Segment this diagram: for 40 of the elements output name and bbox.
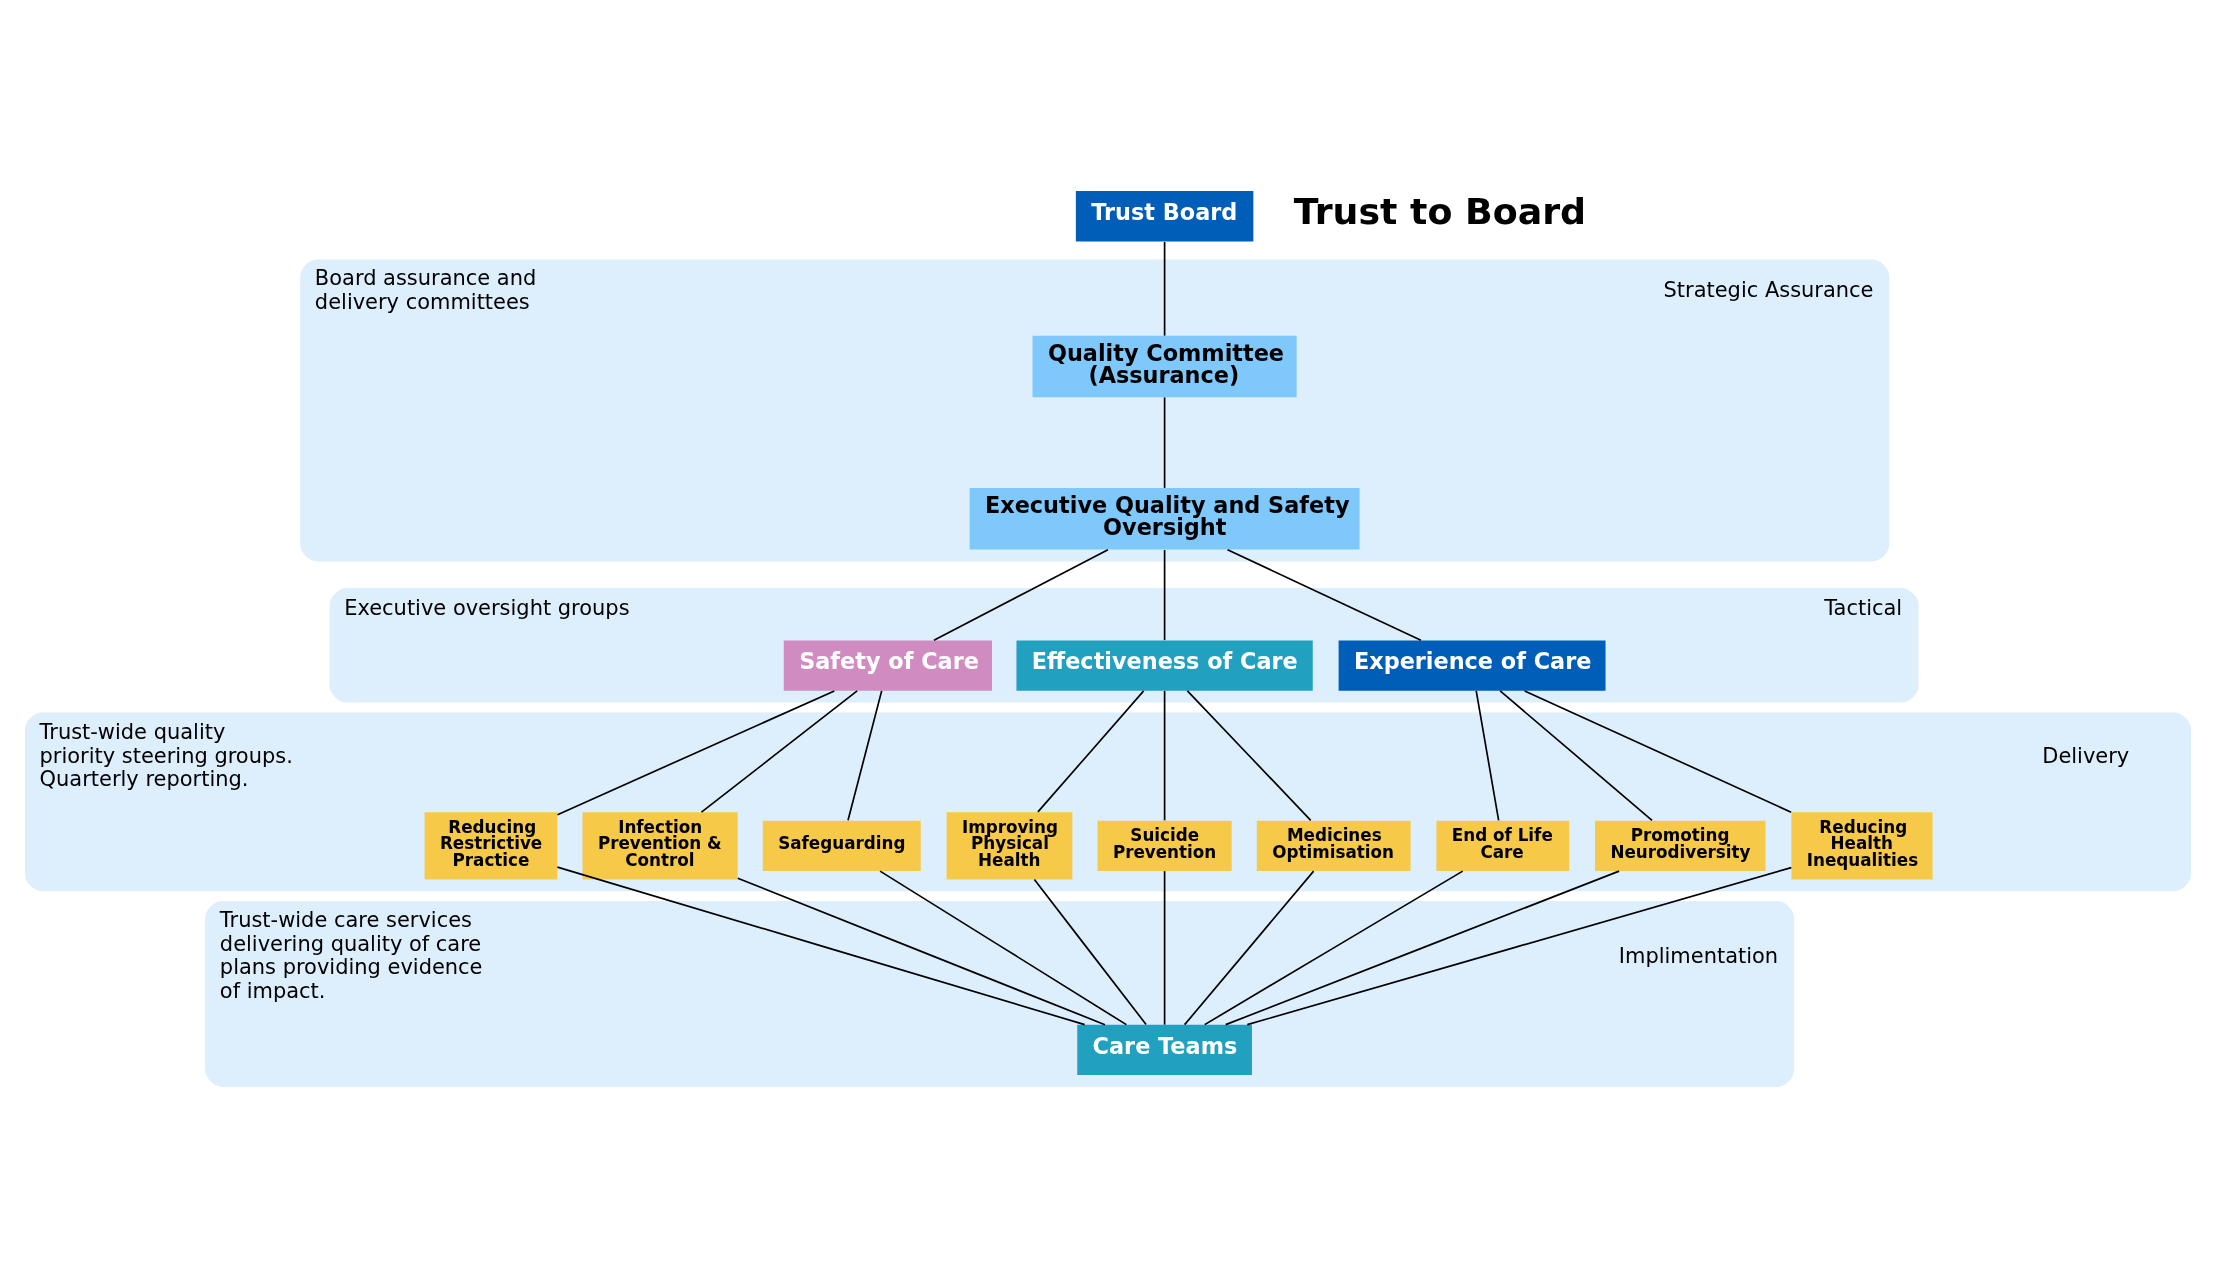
node-box: Executive Quality and Safety Oversight <box>969 488 1360 550</box>
node-box: Effectiveness of Care <box>1016 640 1313 691</box>
node-box: Infection Prevention & Control <box>582 812 738 880</box>
connector <box>1163 870 1166 1026</box>
label: Trust to Board <box>1293 189 1587 233</box>
connector <box>847 690 883 822</box>
connector <box>1163 396 1166 489</box>
node-box: Promoting Neurodiversity <box>1595 820 1766 871</box>
connector <box>556 690 836 816</box>
node-box: Suicide Prevention <box>1097 820 1232 871</box>
connector <box>879 870 1128 1026</box>
connector <box>1163 241 1166 337</box>
node-box: Safety of Care <box>783 640 992 691</box>
connector <box>1186 690 1312 822</box>
connector <box>1224 870 1620 1026</box>
connector <box>1523 690 1792 814</box>
connector <box>1037 690 1145 813</box>
connector <box>736 877 1106 1026</box>
connector <box>1475 690 1500 822</box>
node-box: Medicines Optimisation <box>1256 820 1411 871</box>
node-box: Reducing Restrictive Practice <box>424 812 558 880</box>
connector <box>1499 690 1653 822</box>
node-box: Safeguarding <box>762 820 921 871</box>
connector <box>1033 878 1147 1026</box>
connector <box>1163 549 1166 641</box>
connector <box>700 690 858 814</box>
node-box: Improving Physical Health <box>946 812 1073 880</box>
node-box: Quality Committee (Assurance) <box>1032 335 1297 398</box>
connector <box>556 866 1086 1026</box>
node-box: Care Teams <box>1077 1024 1252 1076</box>
connector <box>1203 870 1464 1026</box>
connector <box>1226 548 1422 642</box>
node-box: Reducing Health Inequalities <box>1791 812 1933 880</box>
node-box: Experience of Care <box>1338 640 1606 691</box>
connector <box>933 548 1109 642</box>
node-box: End of Life Care <box>1436 820 1570 871</box>
connector <box>1163 690 1166 822</box>
node-box: Trust Board <box>1075 191 1254 242</box>
connector <box>1183 870 1315 1026</box>
connector <box>1246 866 1793 1026</box>
